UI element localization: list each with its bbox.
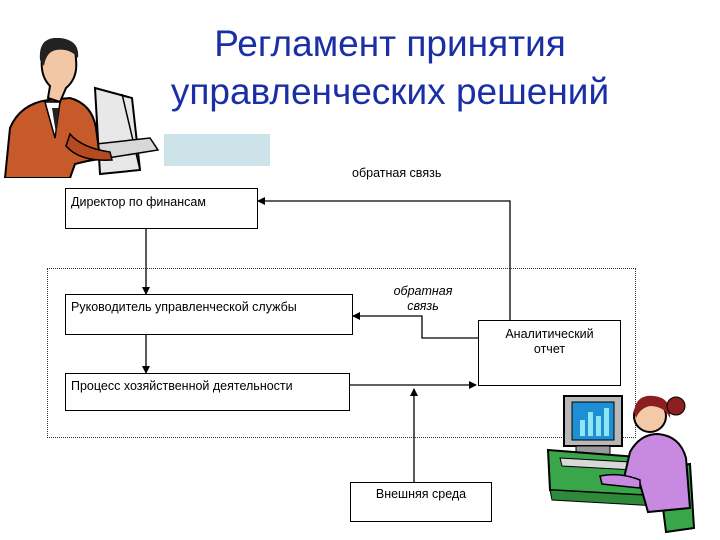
box-management-head: Руководитель управленческой службы xyxy=(65,294,353,335)
dotted-frame xyxy=(47,268,636,438)
slide-title-line-2: управленческих решений xyxy=(170,71,610,112)
box-management-head-label: Руководитель управленческой службы xyxy=(71,300,297,314)
teal-placeholder-block xyxy=(164,134,270,166)
box-finance-director-label: Директор по финансам xyxy=(71,195,206,209)
box-business-process: Процесс хозяйственной деятельности xyxy=(65,373,350,411)
slide-title: Регламент принятия управленческих решени… xyxy=(140,20,640,116)
box-external-environment: Внешняя среда xyxy=(350,482,492,522)
box-external-environment-label: Внешняя среда xyxy=(375,487,467,501)
feedback-arrow-middle xyxy=(352,312,478,339)
box-analytic-report: Аналитический отчет xyxy=(478,320,621,386)
slide-title-line-1: Регламент принятия xyxy=(214,23,566,64)
box-finance-director: Директор по финансам xyxy=(65,188,258,229)
feedback-label-middle: обратная связь xyxy=(393,284,453,313)
woman-computer-clipart-icon xyxy=(546,395,696,534)
feedback-label-top: обратная связь xyxy=(352,166,442,180)
box-analytic-report-label: Аналитический отчет xyxy=(505,327,594,356)
box-business-process-label: Процесс хозяйственной деятельности xyxy=(71,379,293,393)
businessman-clipart-icon xyxy=(3,38,160,178)
feedback-arrow-top xyxy=(257,197,511,320)
